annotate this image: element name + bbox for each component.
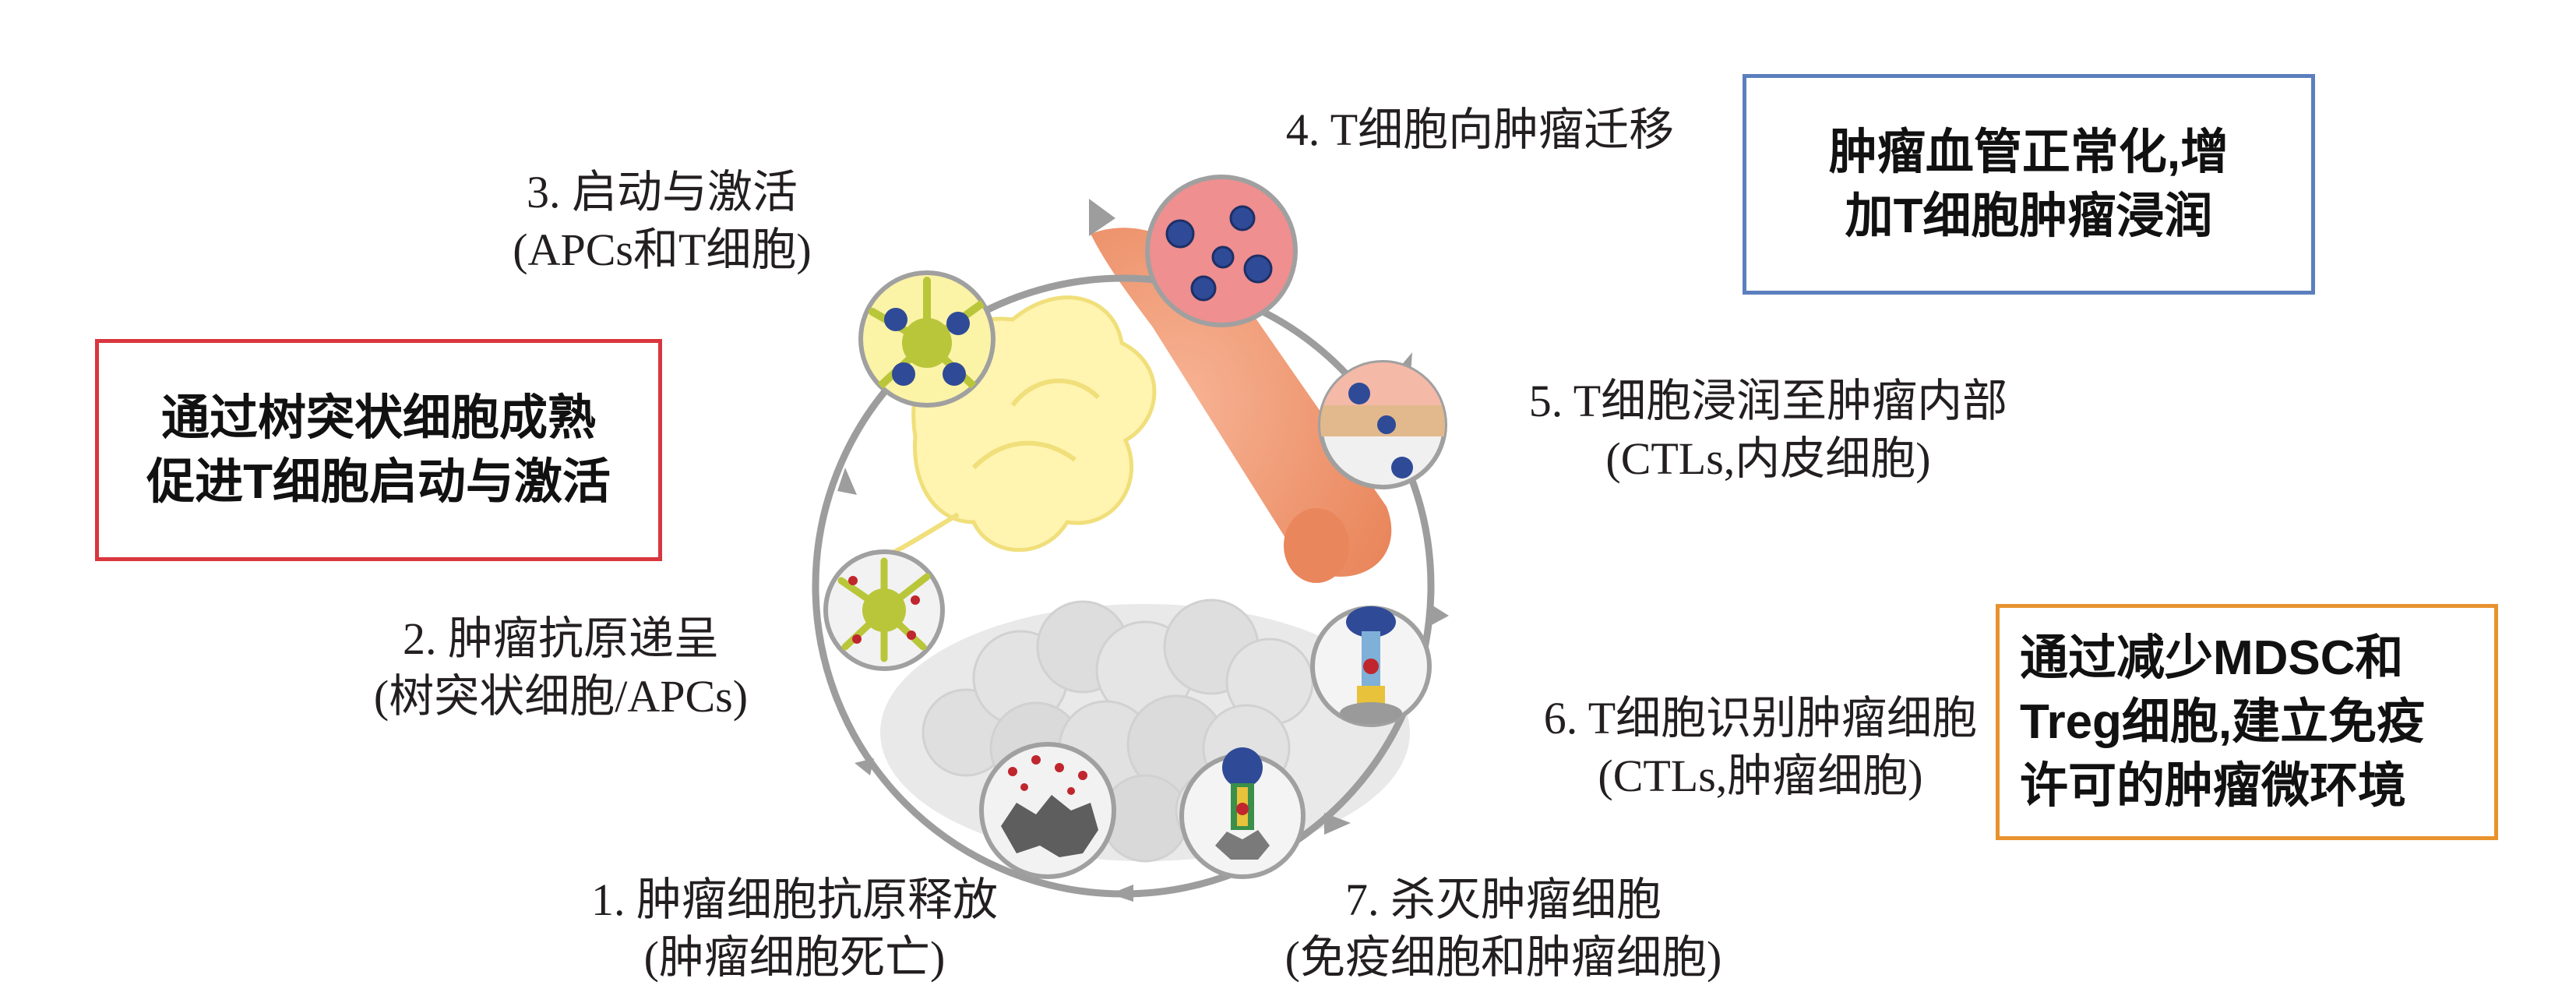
step-4-title: 4. T细胞向肿瘤迁移 [1285,104,1675,155]
microenv-callout-line-3: 许可的肿瘤微环境 [2020,758,2407,813]
step-4-label: 4. T细胞向肿瘤迁移 [1207,101,1753,159]
step-1-label: 1. 肿瘤细胞抗原释放 (肿瘤细胞死亡) [405,871,1184,987]
dendritic-cell-bubble [823,549,945,671]
step-6-label: 6. T细胞识别肿瘤细胞 (CTLs,肿瘤细胞) [1464,690,2056,805]
step-3-subtitle: (APCs和T细胞) [513,224,812,275]
dendritic-callout-line-1: 通过树突状细胞成熟 [160,390,596,445]
blood-vessel [1091,228,1392,583]
vessel-callout-line-1: 肿瘤血管正常化,增 [1828,125,2229,179]
microenv-callout-line-1: 通过减少MDSC和 [2020,630,2404,685]
priming-activation-bubble [858,270,996,408]
step-5-label: 5. T细胞浸润至肿瘤内部 (CTLs,内皮细胞) [1457,373,2080,488]
killing-bubble [1179,747,1306,879]
microenvironment-callout: 通过减少MDSC和 Treg细胞,建立免疫 许可的肿瘤微环境 [1996,604,2498,840]
vessel-normalization-callout: 肿瘤血管正常化,增 加T细胞肿瘤浸润 [1743,74,2315,295]
step-6-title: 6. T细胞识别肿瘤细胞 [1543,693,1978,743]
step-7-title: 7. 杀灭肿瘤细胞 [1344,874,1662,925]
step-3-title: 3. 启动与激活 [526,167,798,217]
step-7-subtitle: (免疫细胞和肿瘤细胞) [1284,932,1722,983]
dendritic-callout-line-2: 促进T细胞启动与激活 [146,454,611,509]
step-1-subtitle: (肿瘤细胞死亡) [643,932,946,983]
step-3-label: 3. 启动与激活 (APCs和T细胞) [467,164,857,279]
recognition-bubble [1310,606,1432,727]
step-5-subtitle: (CTLs,内皮细胞) [1605,433,1931,484]
antigen-release-bubble [979,742,1116,879]
step-2-title: 2. 肿瘤抗原递呈 [402,613,719,664]
step-5-title: 5. T细胞浸润至肿瘤内部 [1528,376,2008,426]
t-cell-infiltration-bubble [1318,360,1447,489]
dendritic-maturation-callout: 通过树突状细胞成熟 促进T细胞启动与激活 [95,339,662,561]
step-2-label: 2. 肿瘤抗原递呈 (树突状细胞/APCs) [327,610,795,726]
step-7-label: 7. 杀灭肿瘤细胞 (免疫细胞和肿瘤细胞) [1231,871,1776,987]
t-cell-migration-bubble [1145,175,1298,327]
vessel-callout-line-2: 加T细胞肿瘤浸润 [1845,189,2213,243]
step-6-subtitle: (CTLs,肿瘤细胞) [1598,750,1923,801]
step-1-title: 1. 肿瘤细胞抗原释放 [590,874,998,925]
step-2-subtitle: (树突状细胞/APCs) [373,671,749,722]
microenv-callout-line-2: Treg细胞,建立免疫 [2020,694,2426,749]
